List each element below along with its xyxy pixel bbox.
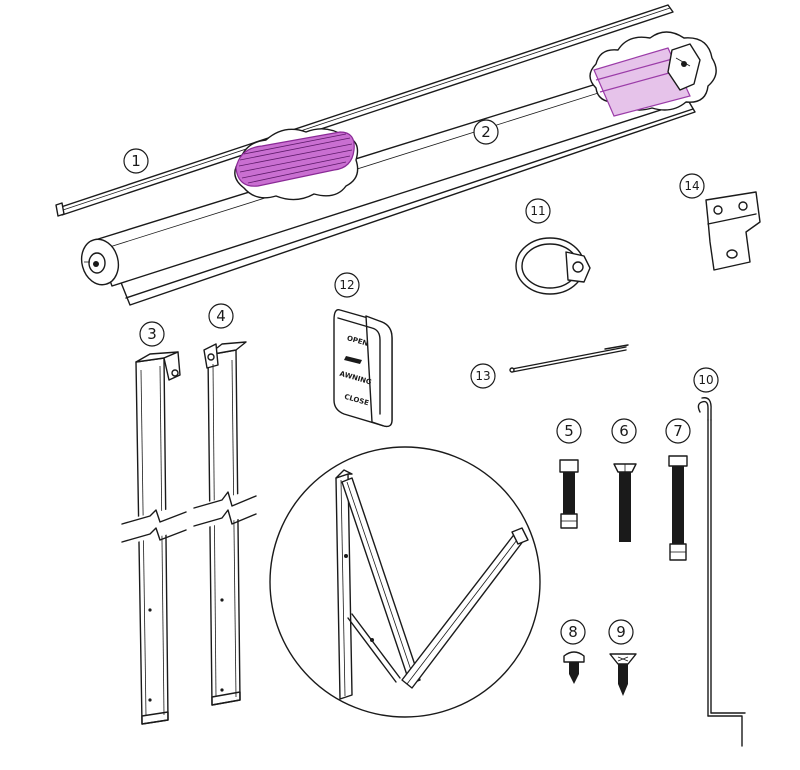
part-11-clamp (515, 237, 591, 295)
callout-2-label: 2 (481, 123, 491, 141)
arm-assembly-detail (269, 446, 541, 718)
callout-8: 8 (560, 619, 586, 645)
callout-9: 9 (608, 619, 634, 645)
callout-14: 14 (679, 173, 705, 199)
callout-7-label: 7 (673, 422, 683, 440)
callout-4-label: 4 (216, 307, 226, 325)
callout-12: 12 (334, 272, 360, 298)
callout-14-label: 14 (684, 179, 699, 193)
callout-4: 4 (208, 303, 234, 329)
callout-7: 7 (665, 418, 691, 444)
part-13-rod (509, 344, 629, 373)
callout-10: 10 (693, 367, 719, 393)
part-10-hook-rod (697, 397, 746, 747)
callout-5-label: 5 (564, 422, 574, 440)
callout-1: 1 (123, 148, 149, 174)
callout-6-label: 6 (619, 422, 629, 440)
part-9-countersunk-screw (609, 653, 637, 696)
callout-12-label: 12 (339, 278, 354, 292)
part-7-bolt (668, 455, 688, 561)
callout-1-label: 1 (131, 152, 141, 170)
end-cap-detail-cloud (589, 31, 717, 117)
callout-5: 5 (556, 418, 582, 444)
callout-6: 6 (611, 418, 637, 444)
part-6-screw (613, 463, 637, 542)
part-5-bolt (559, 459, 579, 529)
fabric-detail-cloud (234, 128, 359, 201)
callout-13-label: 13 (475, 369, 490, 383)
callout-3: 3 (139, 321, 165, 347)
part-8-small-screw (563, 651, 585, 684)
callout-13: 13 (470, 363, 496, 389)
callout-11-label: 11 (530, 204, 545, 218)
callout-10-label: 10 (698, 373, 713, 387)
callout-8-label: 8 (568, 623, 578, 641)
part-1-top-rail (55, 4, 674, 217)
part-14-bracket (705, 191, 761, 271)
callout-3-label: 3 (147, 325, 157, 343)
part-12-switch-box: OPEN AWNING CLOSE (333, 309, 393, 428)
callout-9-label: 9 (616, 623, 626, 641)
part-3-left-arm (121, 351, 187, 725)
callout-11: 11 (525, 198, 551, 224)
part-4-right-arm (193, 341, 257, 706)
callout-2: 2 (473, 119, 499, 145)
